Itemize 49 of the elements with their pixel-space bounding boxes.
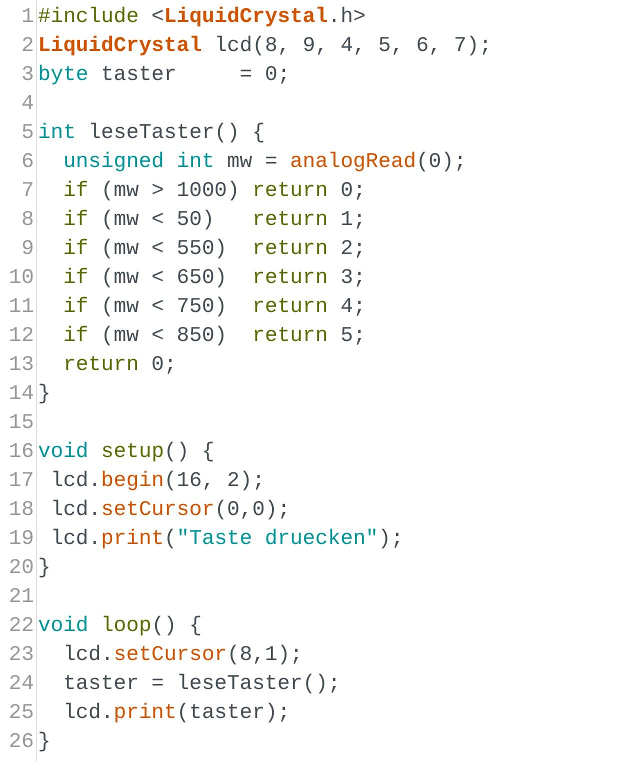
line-number: 2 — [20, 34, 34, 60]
code-line: lcd.print("Taste druecken"); — [50, 527, 404, 553]
line-number: 5 — [20, 121, 34, 147]
code-line: if (mw < 550) return 2; — [63, 237, 366, 263]
line-number: 7 — [20, 179, 34, 205]
line-number: 24 — [8, 672, 34, 698]
code-line: int leseTaster() { — [38, 121, 265, 147]
line-number: 6 — [20, 150, 34, 176]
code-line: if (mw < 850) return 5; — [63, 324, 366, 350]
code-line: void loop() { — [38, 614, 202, 640]
line-number: 11 — [8, 295, 34, 321]
line-number: 10 — [8, 266, 34, 292]
line-number: 23 — [8, 643, 34, 669]
line-number: 18 — [8, 498, 34, 524]
code-line: void setup() { — [38, 440, 214, 466]
line-number: 20 — [8, 556, 34, 582]
code-line: } — [38, 382, 51, 408]
line-number: 13 — [8, 353, 34, 379]
code-line: lcd.setCursor(8,1); — [63, 643, 303, 669]
code-line: if (mw > 1000) return 0; — [63, 179, 366, 205]
code-line: lcd.setCursor(0,0); — [50, 498, 290, 524]
code-line: } — [38, 556, 51, 582]
line-number: 1 — [20, 5, 34, 31]
line-number: 17 — [8, 469, 34, 495]
code-line: LiquidCrystal lcd(8, 9, 4, 5, 6, 7); — [38, 34, 492, 60]
code-line: lcd.print(taster); — [63, 701, 290, 727]
code-line: if (mw < 650) return 3; — [63, 266, 366, 292]
line-number: 19 — [8, 527, 34, 553]
line-number: 8 — [20, 208, 34, 234]
code-line: #include <LiquidCrystal.h> — [38, 5, 366, 31]
code-line: unsigned int mw = analogRead(0); — [63, 150, 466, 176]
code-line: } — [38, 730, 51, 756]
line-number: 21 — [8, 585, 34, 611]
line-number: 3 — [20, 63, 34, 89]
line-number: 22 — [8, 614, 34, 640]
line-number: 26 — [8, 730, 34, 756]
code-line: byte taster = 0; — [38, 63, 290, 89]
line-number: 12 — [8, 324, 34, 350]
code-line: if (mw < 50) return 1; — [63, 208, 366, 234]
line-number: 25 — [8, 701, 34, 727]
line-number: 4 — [20, 92, 34, 118]
code-line: if (mw < 750) return 4; — [63, 295, 366, 321]
line-number: 15 — [8, 411, 34, 437]
line-number: 9 — [20, 237, 34, 263]
code-line: lcd.begin(16, 2); — [50, 469, 265, 495]
line-number: 16 — [8, 440, 34, 466]
code-line: return 0; — [63, 353, 177, 379]
line-number: 14 — [8, 382, 34, 408]
code-line: taster = leseTaster(); — [63, 672, 340, 698]
